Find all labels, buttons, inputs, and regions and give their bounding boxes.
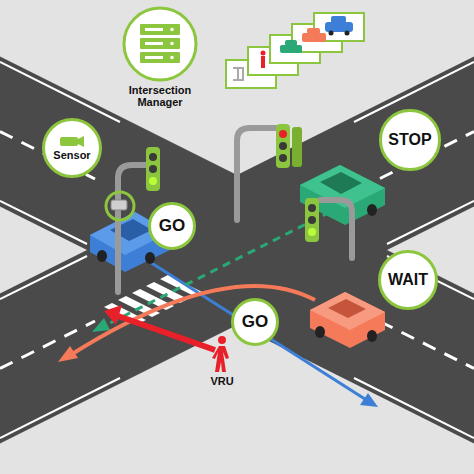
- status-circle: Sensor: [42, 118, 102, 178]
- status-text: GO: [159, 217, 185, 236]
- status-circle: WAIT: [378, 250, 438, 310]
- sensor-icon: [59, 134, 85, 148]
- figure-label: VRU: [210, 375, 233, 387]
- status-text: Sensor: [53, 149, 90, 161]
- status-text: WAIT: [388, 271, 428, 289]
- status-circle: GO: [148, 202, 196, 250]
- manager-label: Intersection Manager: [105, 84, 215, 108]
- camera-icon: [59, 134, 85, 148]
- status-text: GO: [242, 313, 268, 332]
- status-text: STOP: [388, 131, 431, 149]
- status-circle: GO: [231, 298, 279, 346]
- status-circle: STOP: [379, 109, 440, 170]
- node-label: Intersection Manager: [105, 84, 215, 108]
